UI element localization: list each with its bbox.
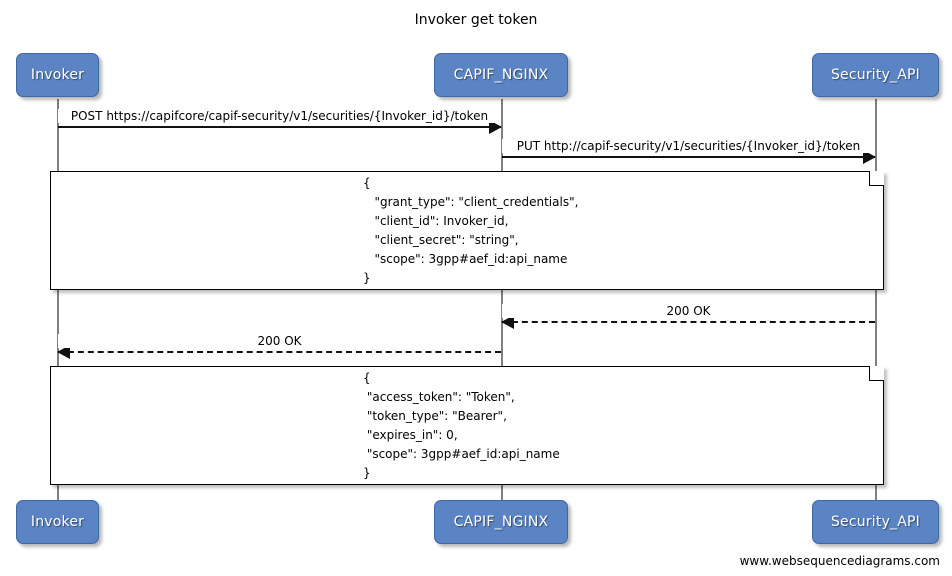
arrowhead-right-icon: [863, 150, 876, 164]
arrowhead-left-icon: [57, 345, 70, 359]
note-line: }: [363, 465, 371, 480]
note-line: {: [363, 175, 371, 190]
note-line: "expires_in": 0,: [363, 427, 458, 442]
note-line: "client_secret": "string",: [363, 232, 519, 247]
message-line: [58, 126, 501, 128]
arrowhead-right-icon: [489, 120, 502, 134]
note-request-text: { "grant_type": "client_credentials", "c…: [51, 172, 883, 289]
message-label: 200 OK: [58, 334, 501, 348]
participant-capif-nginx-bottom[interactable]: CAPIF_NGINX: [434, 500, 568, 544]
note-line: "token_type": "Bearer",: [363, 408, 507, 423]
note-line: }: [363, 270, 371, 285]
note-line: "client_id": Invoker_id,: [363, 213, 509, 228]
lifeline-capif-nginx: [501, 99, 503, 504]
participant-security-api-bottom[interactable]: Security_API: [812, 500, 939, 544]
arrowhead-left-icon: [501, 315, 514, 329]
note-line: "grant_type": "client_credentials",: [363, 194, 579, 209]
message-label: POST https://capifcore/capif-security/v1…: [58, 109, 501, 123]
message-label: PUT http://capif-security/v1/securities/…: [502, 139, 875, 153]
note-line: "access_token": "Token",: [363, 389, 515, 404]
note-line: {: [363, 370, 371, 385]
message-label: 200 OK: [502, 304, 875, 318]
lifeline-invoker: [57, 99, 59, 504]
message-line: [58, 351, 501, 353]
participant-invoker-top[interactable]: Invoker: [16, 53, 99, 97]
participant-capif-nginx-top[interactable]: CAPIF_NGINX: [434, 53, 568, 97]
note-line: "scope": 3gpp#aef_id:api_name: [363, 251, 568, 266]
note-request-body: { "grant_type": "client_credentials", "c…: [50, 171, 884, 290]
note-line: "scope": 3gpp#aef_id:api_name: [363, 446, 560, 461]
note-response-text: { "access_token": "Token", "token_type":…: [51, 367, 883, 484]
note-fold-edge-icon: [869, 171, 884, 186]
lifeline-security-api: [875, 99, 877, 504]
note-fold-edge-icon: [869, 366, 884, 381]
participant-security-api-top[interactable]: Security_API: [812, 53, 939, 97]
message-line: [502, 321, 875, 323]
participant-invoker-bottom[interactable]: Invoker: [16, 500, 99, 544]
message-line: [502, 156, 875, 158]
note-response-body: { "access_token": "Token", "token_type":…: [50, 366, 884, 485]
page-title: Invoker get token: [414, 12, 538, 28]
footer-watermark: www.websequencediagrams.com: [739, 554, 940, 568]
